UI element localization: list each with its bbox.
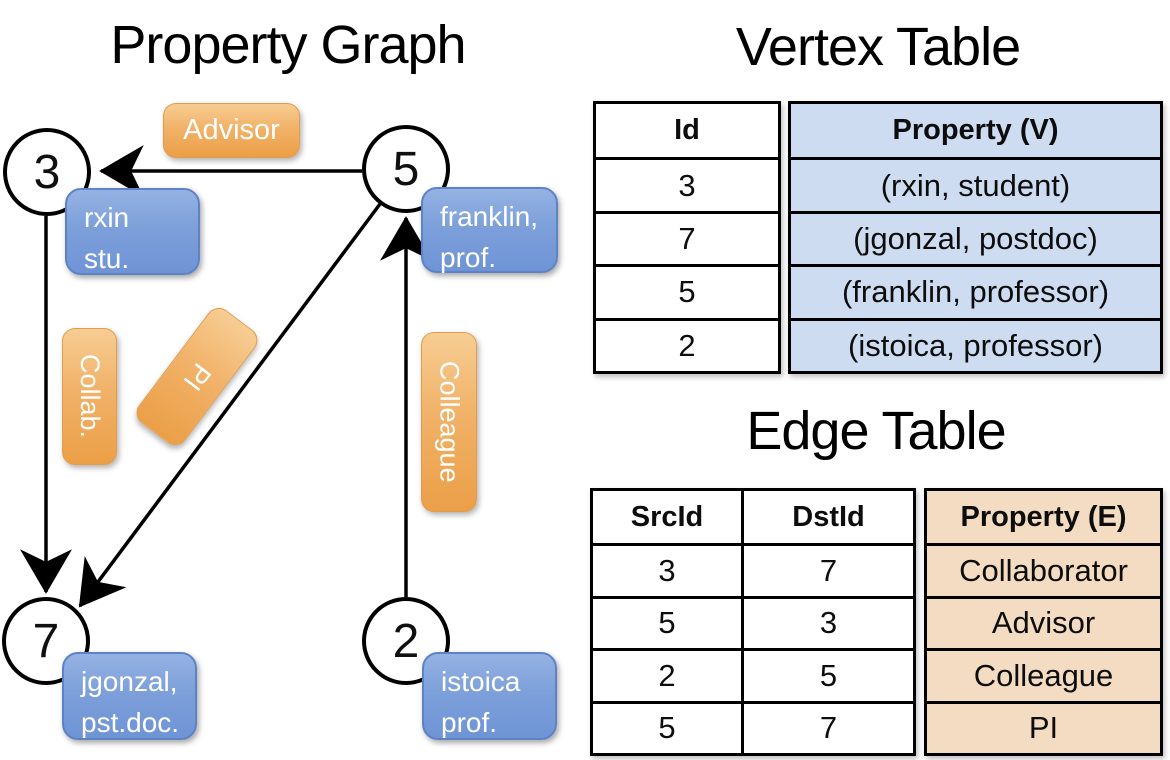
vertex-property-line: istoica xyxy=(441,666,521,697)
node-id-label: 5 xyxy=(392,142,420,196)
edge-table-cell-dst: 7 xyxy=(744,700,913,753)
edge-table-cell-dst: 3 xyxy=(744,595,913,648)
node-id-label: 2 xyxy=(392,614,420,668)
edge-table-property-column: Property (E) Collaborator Advisor Collea… xyxy=(924,488,1163,756)
edge-label-collab: Collab. xyxy=(62,328,117,465)
edge-table-cell-dst: 7 xyxy=(744,543,913,595)
vertex-table-cell-id: 2 xyxy=(596,317,778,371)
edge-label-colleague: Colleague xyxy=(421,332,477,512)
edge-table-cell-src: 5 xyxy=(593,595,744,649)
edge-table-cell-property: Colleague xyxy=(927,648,1160,700)
vertex-table-title: Vertex Table xyxy=(735,17,1021,77)
vertex-table-cell-property: (rxin, student) xyxy=(791,157,1160,210)
vertex-table-cell-id: 3 xyxy=(596,157,778,210)
vertex-table-header-id: Id xyxy=(674,114,700,147)
vertex-property-box-2: istoica prof. xyxy=(422,652,557,740)
edge-label-advisor: Advisor xyxy=(163,103,300,158)
vertex-table-cell-id: 5 xyxy=(596,264,778,317)
edge-table-cell-property: Collaborator xyxy=(927,543,1160,595)
edge-table-header-srcid: SrcId xyxy=(593,491,744,544)
edge-table-cell-dst: 5 xyxy=(744,648,913,700)
vertex-table-cell-property: (franklin, professor) xyxy=(791,264,1160,317)
vertex-table-cell-id: 7 xyxy=(596,210,778,264)
edge-table-header-dstid: DstId xyxy=(792,500,865,533)
vertex-property-box-3: rxin stu. xyxy=(65,188,200,275)
node-id-label: 7 xyxy=(32,614,60,668)
edge-table-cell-src: 2 xyxy=(593,648,744,701)
vertex-property-line: prof. xyxy=(441,707,498,738)
vertex-property-line: jgonzal, xyxy=(81,666,178,697)
vertex-property-line: rxin xyxy=(84,202,130,233)
vertex-table-cell-property: (jgonzal, postdoc) xyxy=(791,210,1160,264)
graph-node-3: 3 xyxy=(3,128,91,216)
edge-table-cell-property: PI xyxy=(927,700,1160,753)
graph-node-5: 5 xyxy=(362,125,450,213)
edge-table-cell-src: 5 xyxy=(593,700,744,753)
edge-table-cell-property: Advisor xyxy=(927,595,1160,648)
vertex-property-line: pst.doc. xyxy=(81,707,180,738)
vertex-property-box-5: franklin, prof. xyxy=(421,187,558,273)
vertex-table-header-property: Property (V) xyxy=(892,114,1059,147)
edge-table-title: Edge Table xyxy=(746,401,1006,461)
vertex-property-line: prof. xyxy=(440,242,497,273)
edge-table-id-columns: SrcId DstId 3 7 5 3 2 5 5 7 xyxy=(590,488,916,756)
vertex-property-box-7: jgonzal, pst.doc. xyxy=(62,652,197,740)
vertex-property-line: franklin, xyxy=(440,201,539,232)
edge-table-header-property: Property (E) xyxy=(960,500,1127,533)
vertex-table-cell-property: (istoica, professor) xyxy=(791,317,1160,371)
vertex-table-property-column: Property (V) (rxin, student) (jgonzal, p… xyxy=(788,101,1163,374)
node-id-label: 3 xyxy=(33,145,61,199)
vertex-property-line: stu. xyxy=(84,243,130,274)
property-graph-title: Property Graph xyxy=(110,15,466,75)
edge-label-pi: PI xyxy=(131,302,263,451)
vertex-table-id-column: Id 3 7 5 2 xyxy=(593,101,781,374)
edge-table-cell-src: 3 xyxy=(593,543,744,596)
